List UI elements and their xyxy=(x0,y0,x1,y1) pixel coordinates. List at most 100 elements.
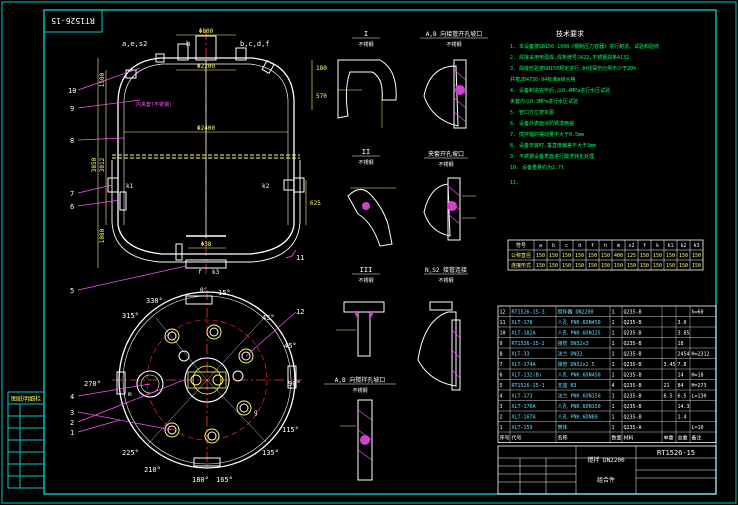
nozzle-table-cell: 150 xyxy=(536,263,545,269)
parts-table-cell: 4 xyxy=(500,394,503,400)
parts-table-header: 单重 xyxy=(664,435,674,442)
left-strip-label: 图纸明细栏 xyxy=(11,395,41,403)
detail-6-shape xyxy=(417,311,457,387)
hatch xyxy=(357,449,373,461)
callout-1: 1 xyxy=(70,429,74,437)
leader-3 xyxy=(77,411,173,431)
parts-table-cell: RT1526-15-2 xyxy=(512,341,545,347)
parts-table-cell: L=130 xyxy=(692,394,707,400)
detail-II-sub: 不锈钢 xyxy=(358,159,373,166)
leader-9 xyxy=(77,99,141,109)
drawing-code: RT1526-15 xyxy=(657,449,695,457)
leader-11 xyxy=(291,249,297,257)
nozzle-table-cell: 150 xyxy=(549,253,558,259)
nozzle-table-cell: k2 xyxy=(680,243,686,249)
nozzle-table-cell: 125 xyxy=(627,253,636,259)
plan-nozzle-7 xyxy=(178,350,190,362)
detail-4-shape xyxy=(423,65,459,127)
jacket-outline xyxy=(111,160,301,263)
parts-table-cell: H=2312 xyxy=(692,352,710,358)
detail-N-S2: N,S2 接管连接 不锈钢 xyxy=(417,266,468,391)
detail-II: II 不锈钢 xyxy=(347,148,396,247)
nozzle-label-h: h xyxy=(186,40,190,48)
corner-code: RT1526-15 xyxy=(51,16,95,25)
parts-table-cell: Q235-B xyxy=(624,331,642,337)
plan-shell-outer xyxy=(118,291,296,469)
plan-radial-3 xyxy=(147,379,208,445)
parts-table-cell: 4 xyxy=(612,383,615,389)
nozzle-table-cell: 150 xyxy=(588,263,597,269)
parts-table-cell: 8 xyxy=(500,352,503,358)
nozzle-table-cell: 150 xyxy=(601,263,610,269)
nozzle-table-cell: b xyxy=(552,243,555,249)
parts-table-cell: h=60 xyxy=(692,310,704,316)
nozzle-table-cell: 公称直径 xyxy=(511,252,531,259)
callout-12: 12 xyxy=(296,308,304,316)
parts-table-cell: 人孔 PN0.6DN150 xyxy=(558,403,601,410)
parts-table-cell: 14 xyxy=(678,373,684,379)
plan-radial-4 xyxy=(206,379,267,443)
parts-table-cell: Q235-B xyxy=(624,404,642,410)
parts-table-cell: 1 xyxy=(612,373,615,379)
parts-table-cell: Q235-B xyxy=(624,394,642,400)
angle-165: 165° xyxy=(216,476,233,484)
leader-1 xyxy=(77,419,121,433)
parts-table-header: 代号 xyxy=(512,435,522,442)
parts-table-cell: XLT-173 xyxy=(512,394,533,400)
angle-270: 270° xyxy=(84,380,101,388)
detail-III-weld xyxy=(354,312,374,320)
nozzle-table-cell: k3 xyxy=(693,243,699,249)
detail-7-title: A,B 向搅拌孔坡口 xyxy=(335,376,385,384)
nozzle-table-cell: 150 xyxy=(614,263,623,269)
nozzle-table-cell: 150 xyxy=(692,253,701,259)
nozzle-label-f: f xyxy=(198,269,202,276)
callout-8: 8 xyxy=(70,137,74,145)
parts-table-cell: 1 xyxy=(612,394,615,400)
weld-mark xyxy=(360,435,370,445)
parts-table-cell: RT1526-15-3 xyxy=(512,310,545,316)
equipment-name: 搅拌 DN2200 xyxy=(587,456,625,464)
plan-nozzle-2 xyxy=(206,324,222,340)
parts-table-cell: 1 xyxy=(612,331,615,337)
detail-A-B-top: A,B 向接管开孔坡口 不锈钢 xyxy=(420,30,488,129)
parts-table-cell: 1 xyxy=(612,310,615,316)
nozzle-table-cell: 符号 xyxy=(516,242,526,249)
callout-3: 3 xyxy=(70,409,74,417)
bottom-head xyxy=(117,224,295,255)
plan-nozzle-m xyxy=(136,370,164,398)
parts-table-cell: RT1526-15-1 xyxy=(512,383,545,389)
callout-5: 5 xyxy=(70,287,74,295)
parts-table-cell: 3.0 xyxy=(678,320,687,326)
callout-6: 6 xyxy=(70,203,74,211)
detail-II-shape xyxy=(347,189,393,247)
nozzle-table-cell: m xyxy=(617,243,620,249)
nozzle-table-cell: a xyxy=(539,243,542,249)
leader-8 xyxy=(77,137,125,141)
parts-table-cell: 人孔 PN0.6DN450 xyxy=(558,319,601,326)
parts-table-cell: XLT-178 xyxy=(512,320,533,326)
angle-330: 330° xyxy=(146,297,163,305)
nozzle-table-cell: f xyxy=(591,243,594,249)
nozzle-table-cell: 150 xyxy=(549,263,558,269)
tech-note-line: 并按JB4730-94标准Ⅲ级合格 xyxy=(510,76,576,83)
plan-nozzle-4-in xyxy=(239,403,249,413)
dim-right-1: 180 xyxy=(316,65,327,72)
weld-mark xyxy=(362,202,370,210)
plan-center-plate xyxy=(187,371,227,389)
angle-225: 225° xyxy=(122,449,139,457)
title-block: RT1526-15 搅拌 DN2200 组合件 xyxy=(497,445,717,495)
elevation-view: Φ800 Φ2200 Φ2400 Φ38 3850 3012 1500 1080… xyxy=(68,28,327,295)
dim-inner-dia: Φ2400 xyxy=(197,125,215,132)
dim-right-2: 570 xyxy=(316,93,327,100)
plan-radial-2 xyxy=(206,317,265,381)
nozzle-table-cell: 150 xyxy=(640,263,649,269)
nozzle-table-cell: h xyxy=(604,243,607,249)
tech-note-line: 10. 设备重量约为2.7t xyxy=(510,164,564,171)
plan-radial-1 xyxy=(155,317,208,381)
plan-nozzle-6-in xyxy=(167,425,177,435)
angle-0: 0° xyxy=(200,287,207,294)
detail-I: I 不锈钢 xyxy=(337,30,397,128)
tech-note-line: 11. xyxy=(510,180,519,186)
parts-table-header: 总重 xyxy=(678,435,688,442)
parts-table-cell: 3.85 xyxy=(678,331,690,337)
